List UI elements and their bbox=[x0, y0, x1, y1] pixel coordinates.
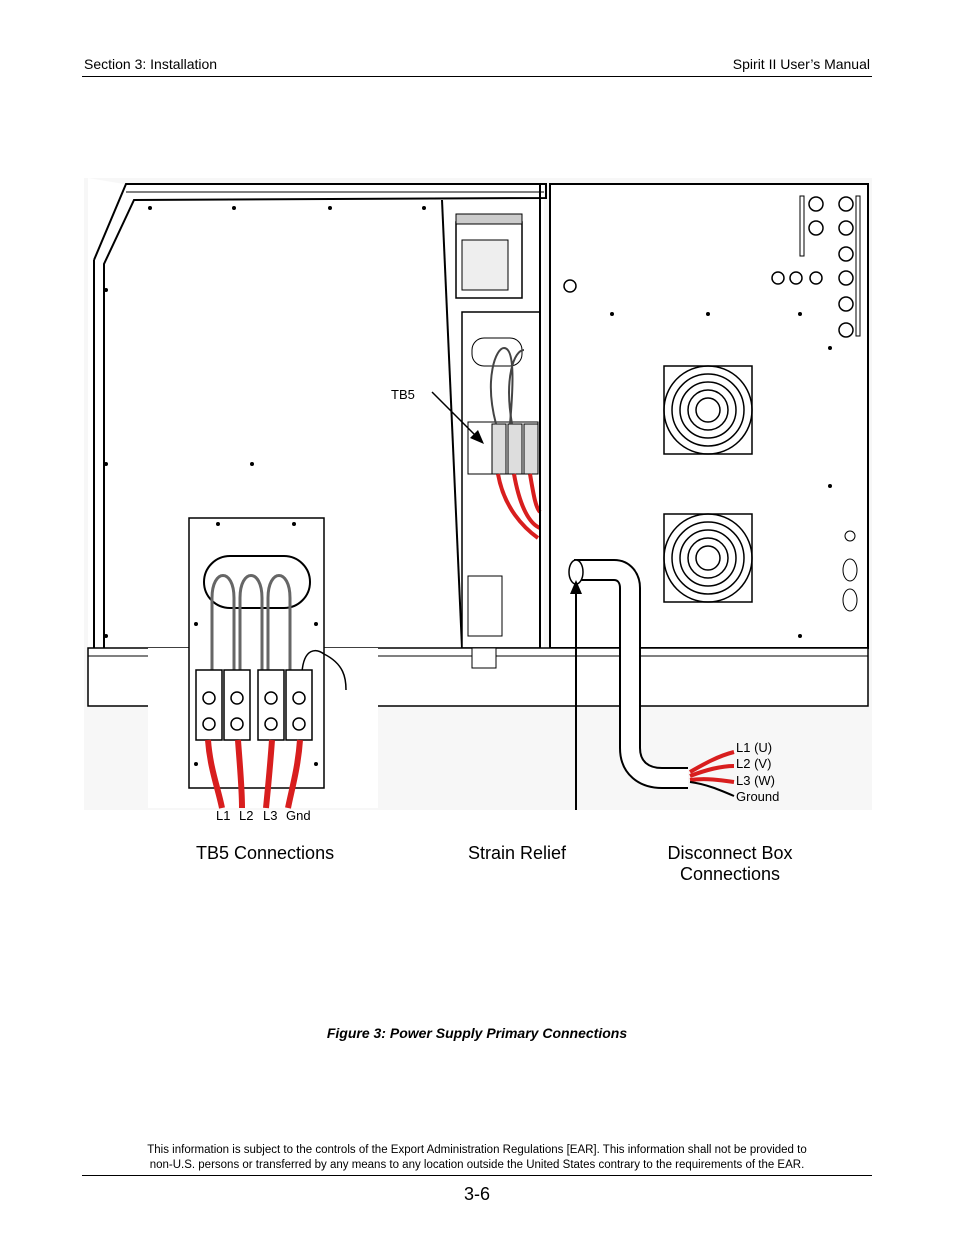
header-section-title: Section 3: Installation bbox=[84, 56, 218, 72]
label-tb5-l2: L2 bbox=[239, 808, 254, 823]
label-wire-l1: L1 (U) bbox=[736, 740, 773, 755]
label-disconnect-box-1: Disconnect Box bbox=[667, 843, 793, 863]
label-tb5-gnd: Gnd bbox=[286, 808, 311, 823]
tb5-inset-terminals bbox=[195, 669, 313, 741]
left-cabinet-outline bbox=[93, 183, 547, 648]
label-tb5-l1: L1 bbox=[216, 808, 231, 823]
label-strain-relief: Strain Relief bbox=[468, 843, 567, 863]
export-notice-line2: non-U.S. persons or transferred by any m… bbox=[149, 1159, 805, 1171]
disconnect-wires bbox=[689, 750, 735, 784]
page-number: 3-6 bbox=[463, 1184, 490, 1204]
header-manual-title: Spirit II User’s Manual bbox=[732, 56, 870, 72]
power-supply-diagram bbox=[84, 178, 872, 810]
cooling-fan-lower bbox=[663, 513, 753, 603]
label-wire-l3: L3 (W) bbox=[736, 773, 775, 788]
label-disconnect-box-2: Connections bbox=[679, 864, 781, 884]
tb5-inset-wires bbox=[205, 739, 303, 809]
header-rule bbox=[82, 76, 872, 77]
export-notice-line1: This information is subject to the contr… bbox=[147, 1144, 807, 1156]
label-tb5-connections: TB5 Connections bbox=[196, 843, 335, 863]
cooling-fan-upper bbox=[663, 365, 753, 455]
label-tb5: TB5 bbox=[391, 387, 415, 402]
label-wire-ground: Ground bbox=[736, 789, 780, 804]
footer-rule bbox=[82, 1175, 872, 1176]
export-notice: This information is subject to the contr… bbox=[84, 1143, 870, 1173]
label-wire-l2: L2 (V) bbox=[736, 756, 772, 771]
figure-caption: Figure 3: Power Supply Primary Connectio… bbox=[326, 1025, 628, 1041]
label-tb5-l3: L3 bbox=[263, 808, 278, 823]
